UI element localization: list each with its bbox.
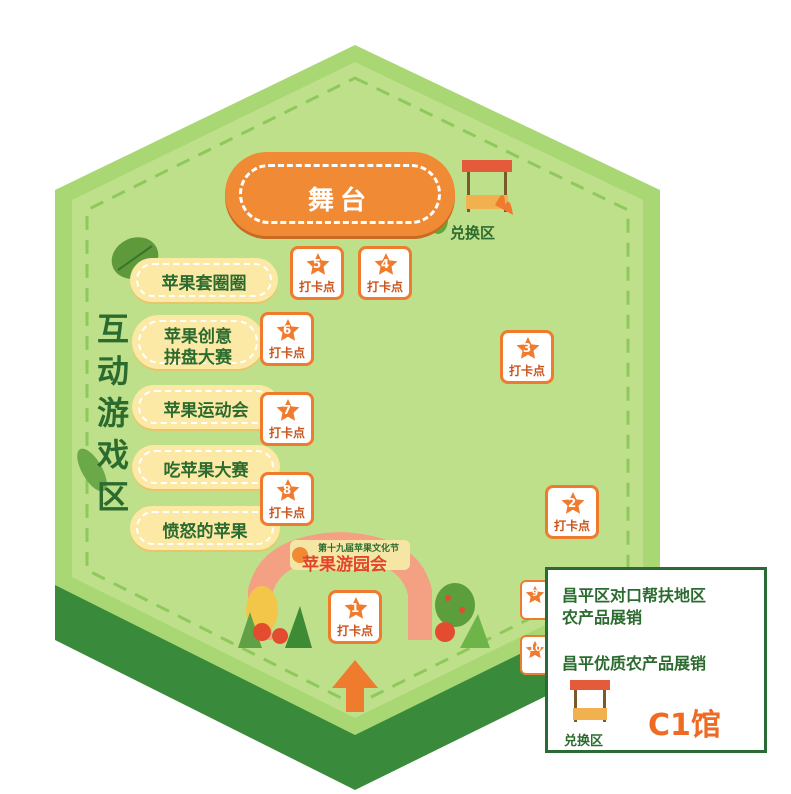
activity-label: 苹果创意	[164, 327, 232, 347]
activity-ring-toss: 苹果套圈圈	[130, 258, 278, 302]
checkpoint-number: 10	[528, 644, 542, 654]
zone-title: 互动游戏区	[96, 310, 129, 516]
star-icon	[276, 319, 300, 341]
activity-sports-meet: 苹果运动会	[132, 385, 280, 429]
exchange-stall-icon	[570, 680, 610, 722]
legend-line2: 农产品展销	[562, 608, 643, 627]
star-icon	[525, 640, 545, 659]
activity-creative-platter: 苹果创意 拼盘大赛	[132, 315, 264, 369]
checkpoint-label: 打卡点	[268, 346, 305, 360]
arch-subtitle: 第十九届苹果文化节	[318, 544, 400, 554]
exchange-area-label: 兑换区	[450, 224, 496, 242]
entrance-arch	[238, 532, 490, 648]
checkpoint-3[interactable]: 3 打卡点	[500, 330, 554, 384]
checkpoint-label: 打卡点	[298, 280, 335, 294]
legend-line3: 昌平优质农产品展销	[562, 654, 707, 673]
checkpoint-label: 打卡点	[508, 364, 545, 378]
stage-label: 舞台	[307, 186, 372, 216]
checkpoint-label: 打卡点	[268, 506, 305, 520]
pill-border	[136, 263, 272, 297]
checkpoint-8[interactable]: 8 打卡点	[260, 472, 314, 526]
checkpoint-label: 打卡点	[336, 624, 373, 638]
star-icon	[561, 492, 585, 514]
checkpoint-number: 8	[282, 483, 292, 497]
activity-label: 苹果运动会	[163, 401, 249, 421]
activity-label: 苹果套圈圈	[161, 274, 247, 294]
star-icon	[276, 399, 300, 421]
checkpoint-7[interactable]: 7 打卡点	[260, 392, 314, 446]
checkpoint-number: 4	[380, 257, 390, 271]
entrance-arrow-icon	[332, 660, 378, 712]
checkpoint-number: 3	[522, 341, 532, 355]
checkpoint-label: 打卡点	[366, 280, 403, 294]
activity-label: 吃苹果大赛	[163, 461, 249, 481]
activity-apple-eating: 吃苹果大赛	[132, 445, 280, 489]
checkpoint-number: 7	[282, 403, 292, 417]
legend-exchange-label: 兑换区	[564, 734, 604, 749]
checkpoint-1[interactable]: 1 打卡点	[328, 590, 382, 644]
hall-label: C1馆	[648, 708, 721, 743]
star-icon	[306, 253, 330, 275]
checkpoint-6[interactable]: 6 打卡点	[260, 312, 314, 366]
pill-border	[138, 450, 274, 484]
star-icon	[344, 597, 368, 619]
exchange-stall-icon	[462, 160, 513, 215]
arch-title: 苹果游园会	[302, 555, 387, 575]
leaf-icon	[77, 448, 107, 492]
activity-label-line2: 拼盘大赛	[164, 348, 232, 368]
legend-line1: 昌平区对口帮扶地区	[562, 586, 707, 605]
legend-panel: 昌平区对口帮扶地区 农产品展销 昌平优质农产品展销 兑换区 C1馆	[545, 567, 767, 753]
stage-dashed-border	[239, 164, 441, 224]
checkpoint-4[interactable]: 4 打卡点	[358, 246, 412, 300]
star-icon	[525, 585, 545, 604]
star-icon	[276, 479, 300, 501]
star-icon	[374, 253, 398, 275]
checkpoint-number: 5	[312, 257, 322, 271]
checkpoint-label: 打卡点	[553, 519, 590, 533]
activity-angry-apple: 愤怒的苹果	[130, 506, 280, 550]
pill-border	[138, 320, 258, 364]
checkpoint-number: 6	[282, 323, 292, 337]
activity-label: 愤怒的苹果	[162, 522, 248, 542]
star-icon	[516, 337, 540, 359]
checkpoint-label: 打卡点	[268, 426, 305, 440]
stage-area: 舞台	[225, 152, 455, 236]
pill-border	[136, 511, 274, 545]
checkpoint-number: 1	[350, 601, 360, 615]
checkpoint-5[interactable]: 5 打卡点	[290, 246, 344, 300]
checkpoint-number: 2	[567, 496, 577, 510]
hexagon-inner	[72, 62, 643, 718]
checkpoint-2[interactable]: 2 打卡点	[545, 485, 599, 539]
checkpoint-number: 9	[531, 589, 539, 599]
